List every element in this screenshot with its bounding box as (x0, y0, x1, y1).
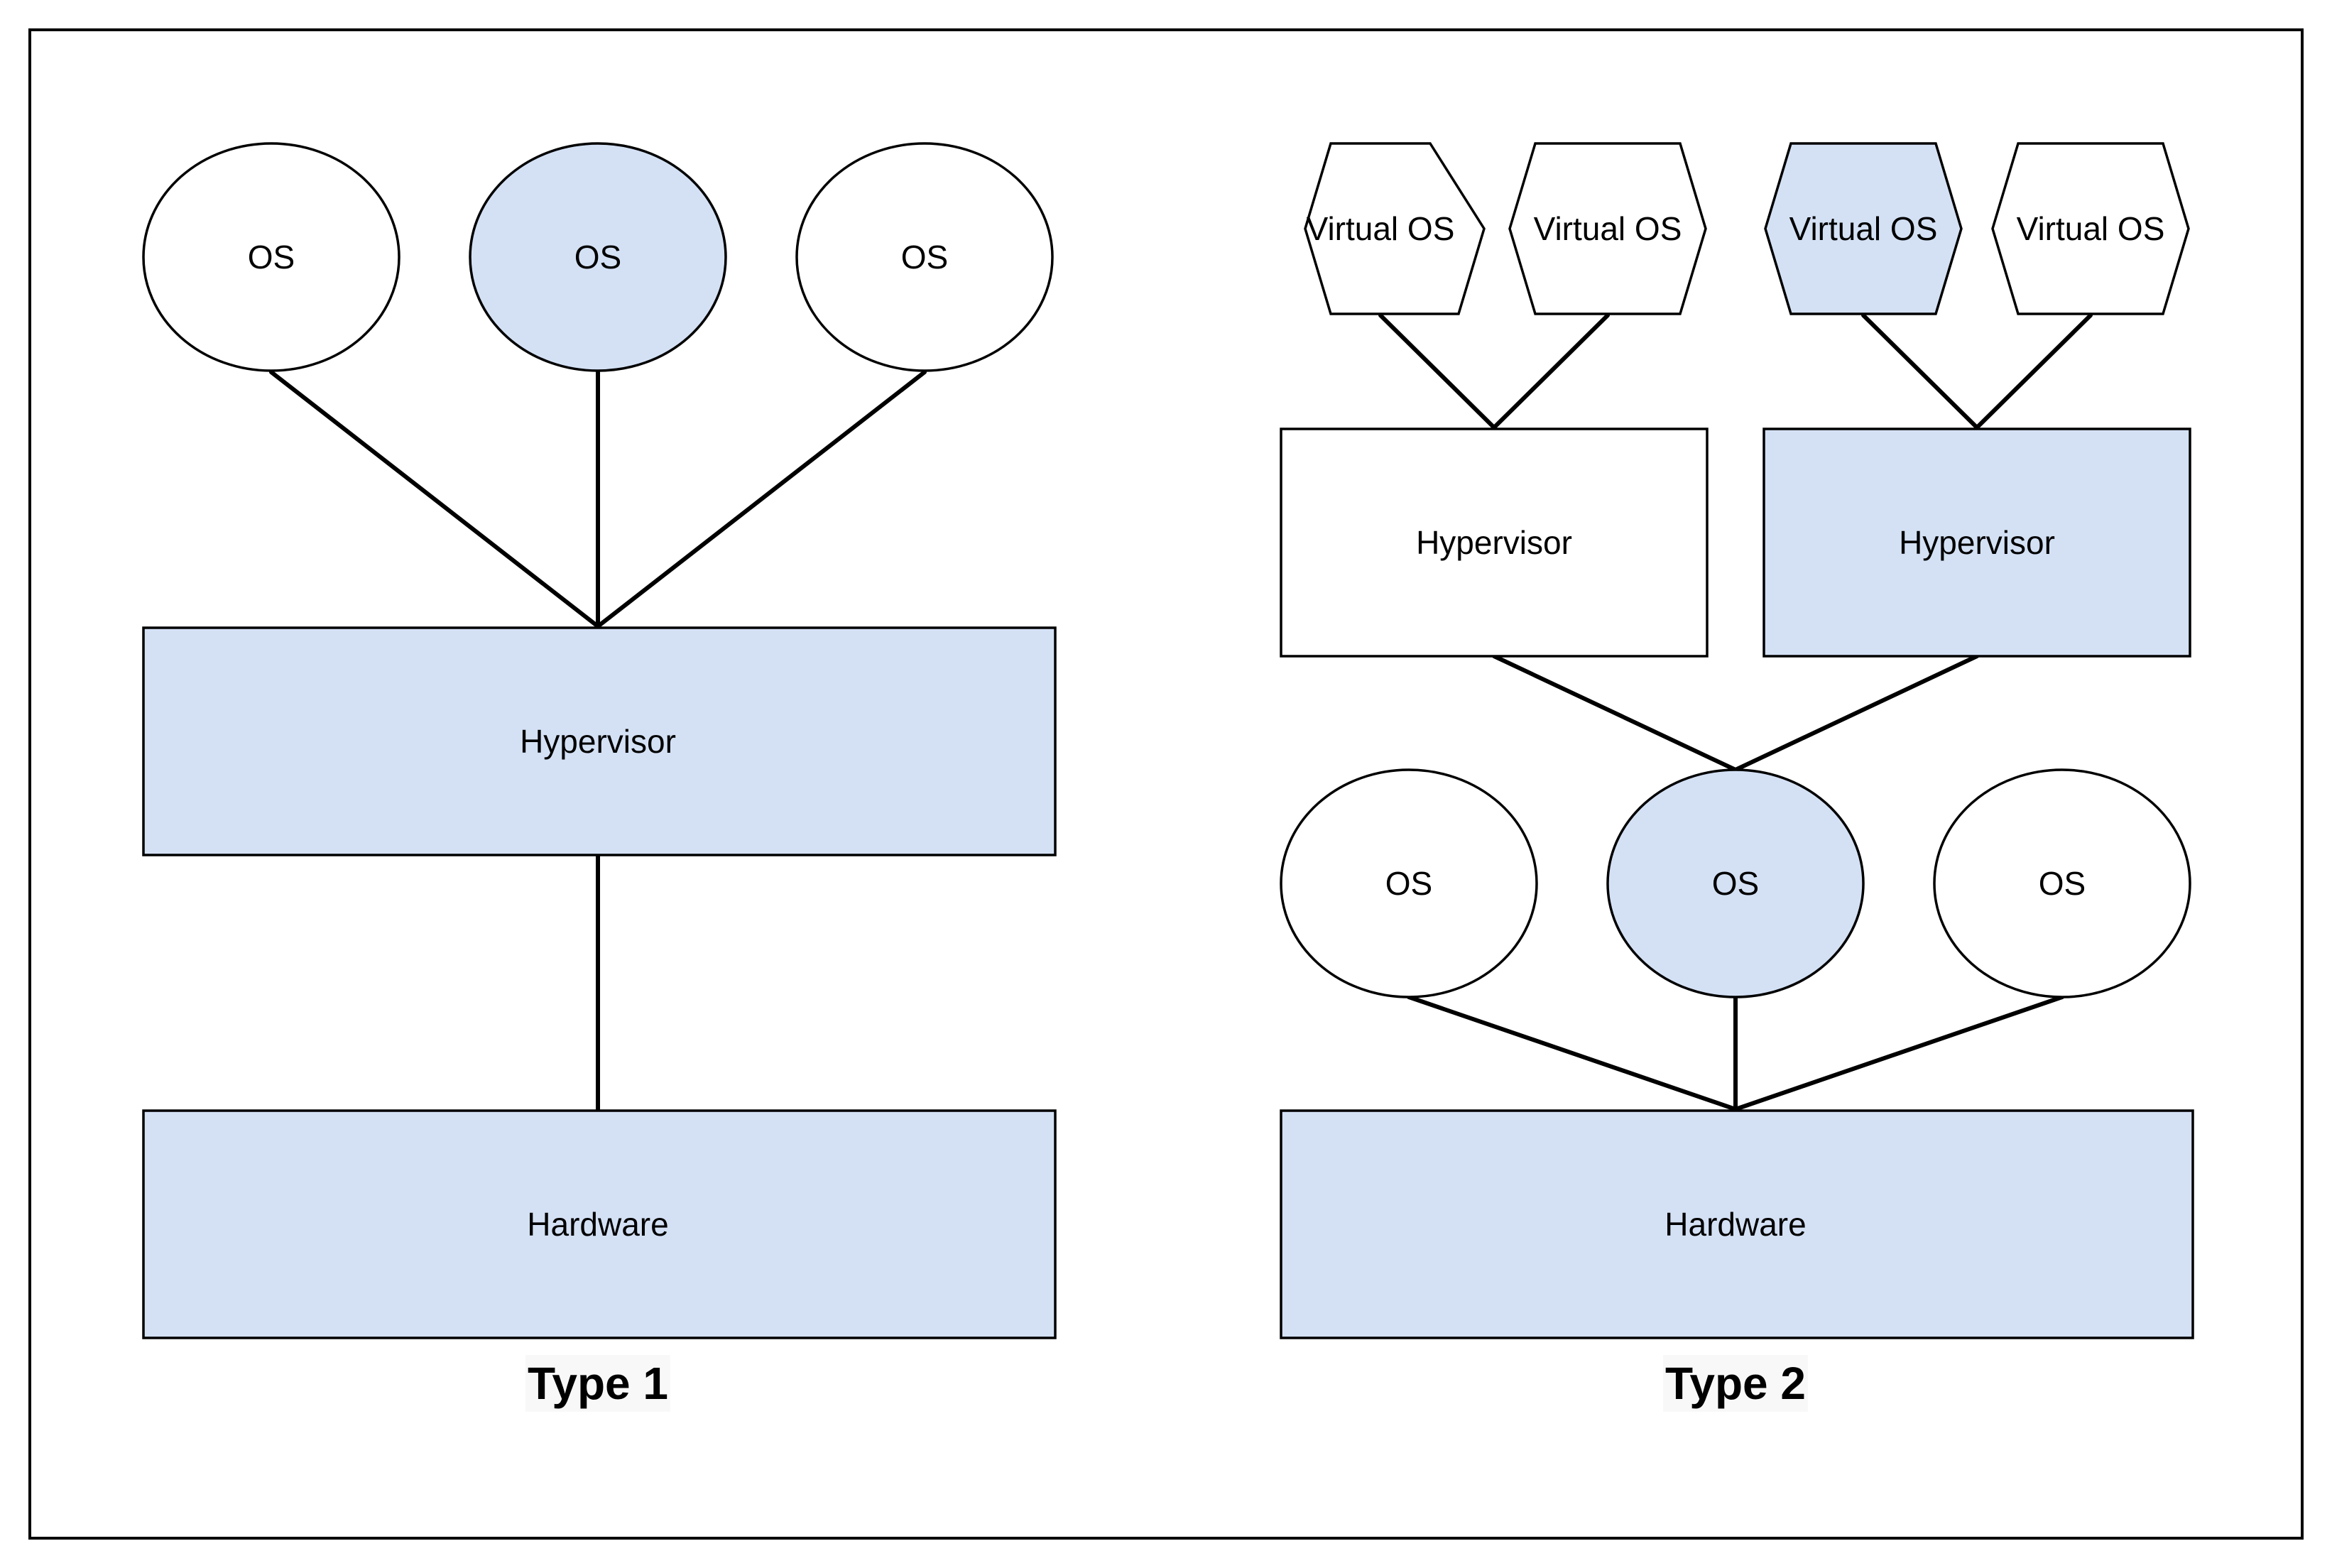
hypervisor-box (1762, 428, 2191, 658)
os-ellipse (1933, 768, 2191, 998)
os-ellipse (1280, 768, 1538, 998)
hardware-label: Hardware (527, 1206, 668, 1243)
type2-os-node-1: OS (1280, 768, 1538, 998)
edge-type2-vos1-hypervisor1 (1378, 313, 1496, 430)
hardware-box (142, 1109, 1057, 1339)
virtual-os-hexagon (1991, 142, 2190, 315)
type1-os-node-2: OS (469, 142, 727, 372)
edge-type2-vos2-hypervisor1 (1492, 313, 1610, 430)
type1-hardware: Hardware (142, 1109, 1057, 1339)
virtual-os-label: Virtual OS (1534, 210, 1682, 247)
type1-caption: Type 1 (528, 1358, 668, 1409)
os-label: OS (1712, 865, 1759, 902)
type2-caption-bg (1663, 1355, 1808, 1412)
type2-hardware: Hardware (1280, 1109, 2194, 1339)
hardware-label: Hardware (1664, 1206, 1806, 1243)
edge-type1-os1-hypervisor (269, 370, 600, 628)
os-label: OS (248, 239, 295, 276)
os-ellipse (469, 142, 727, 372)
os-label: OS (574, 239, 621, 276)
type1-hypervisor: Hypervisor (142, 626, 1057, 856)
virtual-os-hexagon (1304, 142, 1486, 315)
type1-caption-bg (525, 1355, 670, 1412)
os-ellipse (142, 142, 401, 372)
type1-panel: OS OS OS Hypervisor Hardware Type 1 (142, 142, 1057, 1412)
type2-panel: Virtual OS Virtual OS Virtual OS Virtual… (1280, 142, 2194, 1412)
os-label: OS (901, 239, 948, 276)
type2-hypervisor-1: Hypervisor (1280, 428, 1709, 658)
edge-type2-vos3-hypervisor2 (1861, 313, 1979, 430)
edge-type1-os3-hypervisor (596, 370, 927, 628)
hypervisor-box (142, 626, 1057, 856)
edge-type2-hypervisor2-os (1733, 654, 1979, 772)
type2-virtual-os-node-1: Virtual OS (1304, 142, 1486, 315)
type2-caption: Type 2 (1665, 1358, 1806, 1409)
hardware-box (1280, 1109, 2194, 1339)
type2-hypervisor-2: Hypervisor (1762, 428, 2191, 658)
os-label: OS (2039, 865, 2086, 902)
os-label: OS (1385, 865, 1432, 902)
virtual-os-label: Virtual OS (1307, 210, 1455, 247)
hypervisor-label: Hypervisor (1416, 524, 1572, 561)
type2-virtual-os-node-2: Virtual OS (1508, 142, 1707, 315)
type2-virtual-os-node-3: Virtual OS (1764, 142, 1963, 315)
hypervisor-label: Hypervisor (520, 723, 676, 760)
type2-os-node-3: OS (1933, 768, 2191, 998)
type2-os-node-2: OS (1606, 768, 1865, 998)
virtual-os-hexagon (1508, 142, 1707, 315)
hypervisor-box (1280, 428, 1709, 658)
type1-os-node-1: OS (142, 142, 401, 372)
os-ellipse (1606, 768, 1865, 998)
virtual-os-label: Virtual OS (1789, 210, 1938, 247)
hypervisor-label: Hypervisor (1899, 524, 2055, 561)
edge-type2-os1-hardware (1407, 995, 1738, 1111)
edge-type2-hypervisor1-os (1492, 654, 1738, 772)
os-ellipse (795, 142, 1054, 372)
edge-type2-vos4-hypervisor2 (1975, 313, 2093, 430)
type2-virtual-os-node-4: Virtual OS (1991, 142, 2190, 315)
virtual-os-label: Virtual OS (2017, 210, 2165, 247)
edge-type2-os3-hardware (1733, 995, 2064, 1111)
type1-os-node-3: OS (795, 142, 1054, 372)
virtual-os-hexagon (1764, 142, 1963, 315)
